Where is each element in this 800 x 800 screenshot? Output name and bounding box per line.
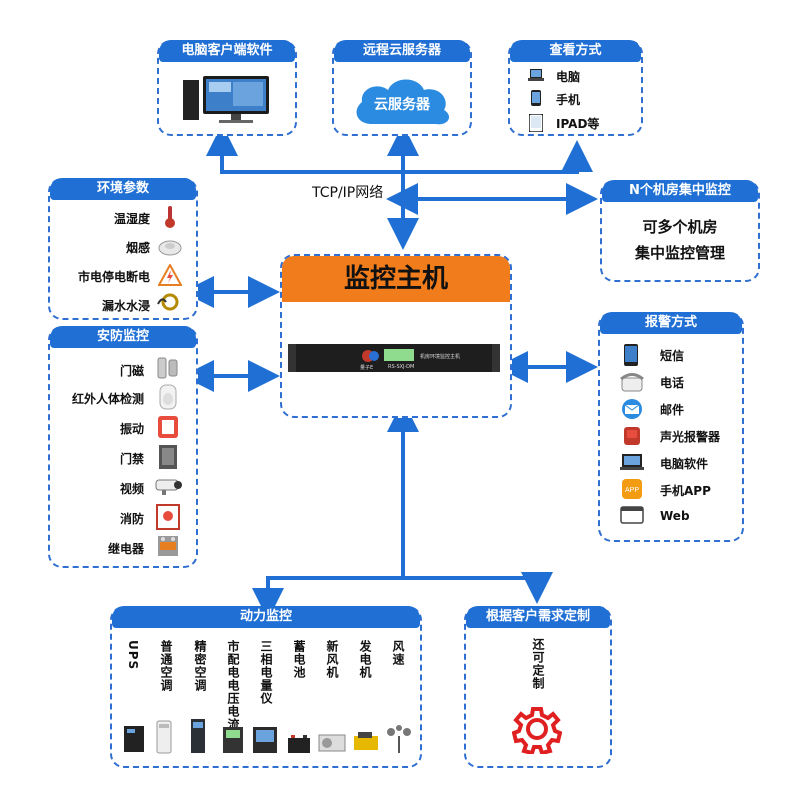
infrared-sensor-icon xyxy=(159,384,177,410)
gear-icon xyxy=(512,707,562,754)
custom-title: 根据客户需求定制 xyxy=(466,606,610,628)
top-bus-arrow xyxy=(206,124,593,174)
tablet-icon xyxy=(529,114,543,132)
fire-alarm-panel-icon xyxy=(156,504,180,530)
power-item-ups: UPS xyxy=(126,640,140,671)
security-title: 安防监控 xyxy=(50,326,196,348)
vibration-sensor-icon xyxy=(158,416,178,438)
security-box: 安防监控 门磁 红外人体检测 振动 门禁 视频 消防 继电器 xyxy=(48,326,198,568)
security-item-video: 视频 xyxy=(119,482,144,496)
security-item-access-control: 门禁 xyxy=(119,452,144,466)
power-item-mains: 市配电电压电流 xyxy=(226,640,240,731)
cloud-server-title: 远程云服务器 xyxy=(334,40,470,62)
power-title: 动力监控 xyxy=(112,606,420,628)
alarm-item-siren: 声光报警器 xyxy=(660,430,721,444)
ups-icon xyxy=(124,726,144,752)
power-item-battery: 蓄电池 xyxy=(292,640,306,679)
pc-client-title: 电脑客户端软件 xyxy=(159,40,295,62)
view-item-pc: 电脑 xyxy=(556,70,581,84)
multi-room-title: N个机房集中监控 xyxy=(602,180,758,202)
power-item-ac: 普通空调 xyxy=(159,640,173,692)
desktop-computer-icon xyxy=(183,76,269,123)
custom-box: 根据客户需求定制 还可定制 xyxy=(464,606,612,768)
phone-icon xyxy=(531,90,541,106)
fresh-air-unit-icon xyxy=(318,734,346,752)
cloud-icon xyxy=(356,79,450,125)
power-item-meter: 三相电量仪 xyxy=(259,640,273,705)
relay-icon xyxy=(158,536,178,556)
network-label: TCP/IP网络 xyxy=(312,185,384,201)
view-item-ipad: IPAD等 xyxy=(556,117,600,131)
access-control-icon xyxy=(159,445,177,469)
high-voltage-warning-icon xyxy=(158,264,182,286)
security-item-infrared: 红外人体检测 xyxy=(71,392,144,406)
sms-phone-icon xyxy=(624,344,638,366)
alarm-title: 报警方式 xyxy=(600,312,742,334)
security-item-vibration: 振动 xyxy=(119,422,144,436)
device-text: 机房环境监控主机 xyxy=(420,354,461,360)
security-item-door-magnet: 门磁 xyxy=(119,364,144,378)
multi-room-box: N个机房集中监控 可多个机房 集中监控管理 xyxy=(600,180,760,282)
email-icon xyxy=(622,399,642,419)
computer-software-icon xyxy=(620,454,644,470)
battery-icon xyxy=(288,735,310,753)
custom-text: 还可定制 xyxy=(531,638,545,690)
device-brand: 量子E xyxy=(360,365,374,371)
pc-client-box: 电脑客户端软件 xyxy=(157,40,297,136)
alarm-item-pc-software: 电脑软件 xyxy=(660,457,709,471)
multi-room-line2: 集中监控管理 xyxy=(634,244,725,262)
rack-device-icon xyxy=(288,344,500,372)
air-conditioner-icon xyxy=(156,720,172,754)
door-magnet-icon xyxy=(157,357,178,379)
multi-room-line1: 可多个机房 xyxy=(642,218,718,236)
device-model: RS-SXJ-DM xyxy=(388,364,415,370)
alarm-item-sms: 短信 xyxy=(660,349,685,363)
cloud-server-box: 远程云服务器 云服务器 xyxy=(332,40,472,136)
water-leak-sensor-icon xyxy=(157,293,179,311)
web-browser-icon xyxy=(620,506,644,524)
power-box: 动力监控 UPS 普通空调 精密空调 市配电电压电流 三相电量仪 蓄电池 新风机… xyxy=(110,606,422,768)
view-item-phone: 手机 xyxy=(556,93,581,107)
voltage-current-meter-icon xyxy=(223,727,243,753)
alarm-item-email: 邮件 xyxy=(660,403,685,417)
smoke-detector-icon xyxy=(158,240,182,256)
power-item-precision-ac: 精密空调 xyxy=(193,640,207,692)
view-methods-title: 查看方式 xyxy=(510,40,641,62)
app-icon: APP xyxy=(622,479,642,499)
cloud-label: 云服务器 xyxy=(374,97,430,113)
svg-text:APP: APP xyxy=(625,487,639,494)
central-host-title: 监控主机 xyxy=(282,256,510,302)
siren-alarm-icon xyxy=(624,427,640,445)
anemometer-icon xyxy=(387,725,411,753)
env-title: 环境参数 xyxy=(50,178,196,200)
bottom-bus-arrow xyxy=(252,572,553,620)
power-item-wind-speed: 风速 xyxy=(391,640,405,666)
power-meter-icon xyxy=(253,727,277,753)
security-item-relay: 继电器 xyxy=(107,542,144,556)
view-methods-box: 查看方式 电脑 手机 IPAD等 xyxy=(508,40,643,136)
laptop-icon xyxy=(528,69,544,81)
thermometer-icon xyxy=(165,206,175,228)
env-item-smoke: 烟感 xyxy=(125,241,150,255)
generator-icon xyxy=(354,732,378,750)
power-item-fresh-air: 新风机 xyxy=(325,640,339,679)
env-box: 环境参数 温湿度 烟感 市电停电断电 漏水水浸 xyxy=(48,178,198,320)
env-item-temp: 温湿度 xyxy=(113,212,150,226)
telephone-icon xyxy=(620,373,644,392)
env-item-power-outage: 市电停电断电 xyxy=(77,270,150,284)
security-item-fire: 消防 xyxy=(119,512,144,526)
alarm-item-web: Web xyxy=(660,509,690,523)
alarm-box: 报警方式 短信 电话 邮件 声光报警器 电脑软件 APP 手机APP Web xyxy=(598,312,744,542)
alarm-item-mobile-app: 手机APP xyxy=(660,484,711,498)
precision-ac-icon xyxy=(191,719,205,753)
env-item-water-leak: 漏水水浸 xyxy=(101,299,150,313)
power-item-generator: 发电机 xyxy=(358,640,372,679)
camera-icon xyxy=(155,479,182,495)
alarm-item-phone-call: 电话 xyxy=(660,376,685,390)
